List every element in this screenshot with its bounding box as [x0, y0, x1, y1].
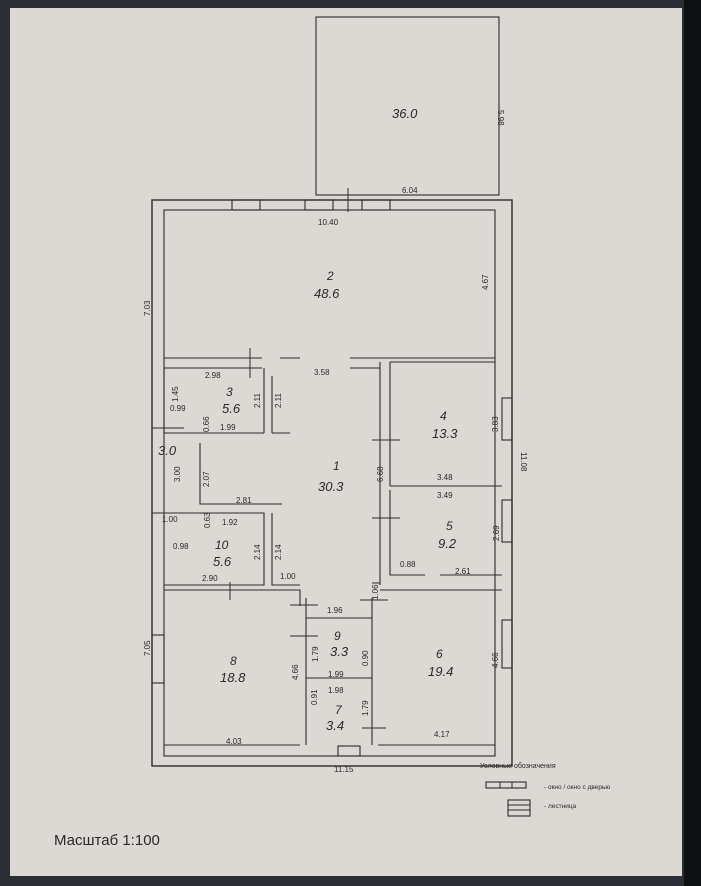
room-6-number: 6: [436, 647, 443, 661]
door-marks: [229, 188, 400, 729]
dim-145: 1.45: [171, 386, 180, 402]
dim-179b: 1.79: [361, 700, 370, 716]
dim-198: 1.98: [328, 686, 344, 695]
dim-349: 3.49: [437, 491, 453, 500]
dim-091: 0.91: [310, 689, 319, 705]
dim-090: 0.90: [361, 650, 370, 666]
terrace-area: 36.0: [392, 106, 418, 121]
dim-207: 2.07: [202, 471, 211, 487]
scale-label: Масштаб 1:100: [54, 832, 160, 849]
dim-100a: 1.00: [162, 515, 178, 524]
windows: [151, 199, 513, 757]
dim-overall-right: 11.08: [519, 452, 528, 472]
drawing-sheet: [10, 8, 682, 876]
legend-item-window: - окно / окно с дверью: [544, 784, 610, 791]
dim-466a: 4.66: [291, 664, 300, 680]
dim-063: 0.63: [203, 512, 212, 528]
room-2-area: 48.6: [314, 286, 340, 301]
dim-100b: 1.00: [280, 572, 296, 581]
dim-383: 3.83: [491, 416, 500, 432]
legend-window-symbol: [485, 781, 527, 789]
dim-066: 0.66: [202, 416, 211, 432]
legend: Условные обозначения - окно / окно с две…: [480, 762, 610, 817]
dim-211b: 2.11: [274, 392, 283, 408]
room-10-area: 5.6: [213, 554, 232, 569]
room-1-area: 30.3: [318, 479, 344, 494]
room-10-number: 10: [215, 538, 229, 552]
room-7-area: 3.4: [326, 718, 344, 733]
dim-098: 0.98: [173, 542, 189, 551]
room-8-area: 18.8: [220, 670, 246, 685]
dim-348: 3.48: [437, 473, 453, 482]
dim-298: 2.98: [205, 371, 221, 380]
room-9-area: 3.3: [330, 644, 349, 659]
dim-417: 4.17: [434, 730, 450, 739]
dim-overall-left: 7.03: [143, 300, 152, 316]
dim-214b: 2.14: [274, 544, 283, 560]
legend-stair-symbol: [507, 799, 531, 817]
window-right-2: [501, 499, 513, 543]
dim-261: 2.61: [455, 567, 471, 576]
dim-099: 0.99: [170, 404, 186, 413]
window-top-1: [231, 199, 261, 211]
dim-106: 1.06: [371, 584, 380, 600]
room-5-number: 5: [446, 519, 453, 533]
terrace-dim-bottom: 6.04: [402, 186, 418, 195]
room-3-number: 3: [226, 385, 233, 399]
window-top-2: [304, 199, 334, 211]
room-4-area: 13.3: [432, 426, 458, 441]
room-2-number: 2: [326, 269, 334, 283]
room-6-area: 19.4: [428, 664, 453, 679]
screen-edge: [684, 0, 701, 886]
terrace-dim-side: 5.98: [496, 110, 505, 126]
legend-title: Условные обозначения: [480, 762, 556, 770]
interior-dims: 4.67 2.98 3.58 1.45 0.99 2.11 2.11 0.66 …: [162, 274, 501, 746]
dim-668: 6.68: [376, 466, 385, 482]
room-9-number: 9: [334, 629, 341, 643]
dim-overall-top: 10.40: [318, 218, 339, 227]
dim-192: 1.92: [222, 518, 238, 527]
dim-290: 2.90: [202, 574, 218, 583]
dim-199a: 1.99: [220, 423, 236, 432]
room-labels: 2 48.6 1 30.3 3 5.6 4 13.3 5 9.2 10 5.6 …: [158, 269, 458, 733]
dim-281: 2.81: [236, 496, 252, 505]
dim-269: 2.69: [492, 525, 501, 541]
room-3-area: 5.6: [222, 401, 241, 416]
dim-300: 3.00: [173, 466, 182, 482]
room-4-number: 4: [440, 409, 447, 423]
window-right-1: [501, 397, 513, 441]
window-left-1: [151, 634, 165, 684]
room-8-number: 8: [230, 654, 237, 668]
terrace: 36.0 5.98 6.04: [315, 16, 505, 196]
dim-403: 4.03: [226, 737, 242, 746]
dim-199b: 1.99: [328, 670, 344, 679]
dim-overall-bottom: 11.15: [334, 765, 354, 774]
dim-179a: 1.79: [311, 646, 320, 662]
overall-dims: 10.40 7.03 11.08 11.15 7.05: [143, 218, 528, 774]
room-7-number: 7: [335, 703, 343, 717]
dim-overall-left-lower: 7.05: [143, 640, 152, 656]
interior-walls: [152, 357, 502, 746]
window-right-3: [501, 619, 513, 669]
dim-214a: 2.14: [253, 544, 262, 560]
room-5-area: 9.2: [438, 536, 457, 551]
dim-467: 4.67: [481, 274, 490, 290]
dim-466b: 4.66: [491, 652, 500, 668]
small-room-area: 3.0: [158, 443, 177, 458]
dim-358: 3.58: [314, 368, 330, 377]
dim-211a: 2.11: [253, 392, 262, 408]
window-top-3: [361, 199, 391, 211]
entrance-steps: [337, 745, 361, 757]
dim-196: 1.96: [327, 606, 343, 615]
legend-item-stair: - лестница: [544, 803, 577, 810]
room-1-number: 1: [333, 459, 340, 473]
dim-088: 0.88: [400, 560, 416, 569]
